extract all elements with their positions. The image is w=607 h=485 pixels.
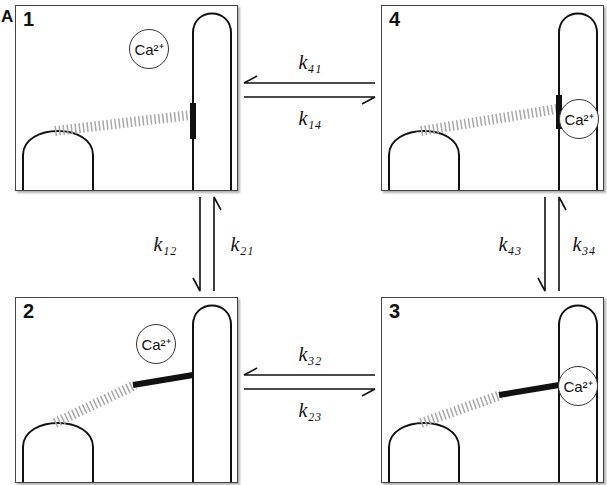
state-number: 4: [389, 8, 400, 31]
state-panel: 3Ca²⁺: [381, 297, 604, 483]
state-number: 1: [23, 8, 34, 31]
gating-spring: [421, 395, 501, 423]
tall-stereocilium: [193, 14, 231, 192]
channel-gate: [133, 375, 193, 385]
rate-constant: k₂₃: [299, 399, 322, 422]
panel-drawing: [389, 306, 597, 484]
calcium-ion: Ca²⁺: [558, 366, 598, 406]
rate-constant: k₃₂: [299, 343, 322, 366]
rate-arrow: [214, 197, 221, 291]
ion-label: Ca²⁺: [564, 109, 593, 129]
rate-arrow: [244, 97, 375, 104]
short-stereocilium: [389, 131, 459, 191]
rate-constant: k₄₃: [499, 233, 522, 256]
panel-drawing: [23, 306, 231, 484]
panel-letter: A: [1, 7, 13, 27]
tall-stereocilium: [559, 306, 597, 484]
state-panel: 1Ca²⁺: [15, 5, 238, 191]
rate-arrow: [244, 368, 375, 375]
gating-spring: [55, 115, 191, 131]
state-panel: 2Ca²⁺: [15, 297, 238, 483]
ion-label: Ca²⁺: [134, 39, 163, 59]
ion-label: Ca²⁺: [141, 334, 170, 354]
rate-constant: k₂₁: [231, 233, 254, 256]
calcium-ion: Ca²⁺: [129, 29, 169, 69]
rate-arrow: [559, 197, 566, 291]
rate-arrow: [244, 76, 375, 83]
channel-gate: [190, 103, 196, 139]
rate-arrow: [193, 197, 200, 291]
state-number: 2: [23, 300, 34, 323]
panel-drawing: [23, 14, 231, 192]
tall-stereocilium: [193, 306, 231, 484]
calcium-ion: Ca²⁺: [136, 324, 176, 364]
gating-spring: [55, 385, 135, 423]
rate-arrow: [244, 389, 375, 396]
calcium-ion: Ca²⁺: [559, 99, 599, 139]
gating-spring: [421, 109, 557, 131]
rate-constant: k₄₁: [299, 51, 322, 74]
rate-arrow: [538, 197, 545, 291]
ion-label: Ca²⁺: [563, 376, 592, 396]
short-stereocilium: [23, 131, 93, 191]
short-stereocilium: [389, 423, 459, 483]
rate-constant: k₃₄: [573, 233, 596, 256]
state-number: 3: [389, 300, 400, 323]
channel-gate: [499, 385, 559, 395]
rate-constant: k₁₂: [154, 233, 177, 256]
short-stereocilium: [23, 423, 93, 483]
rate-constant: k₁₄: [299, 107, 322, 130]
state-panel: 4Ca²⁺: [381, 5, 604, 191]
